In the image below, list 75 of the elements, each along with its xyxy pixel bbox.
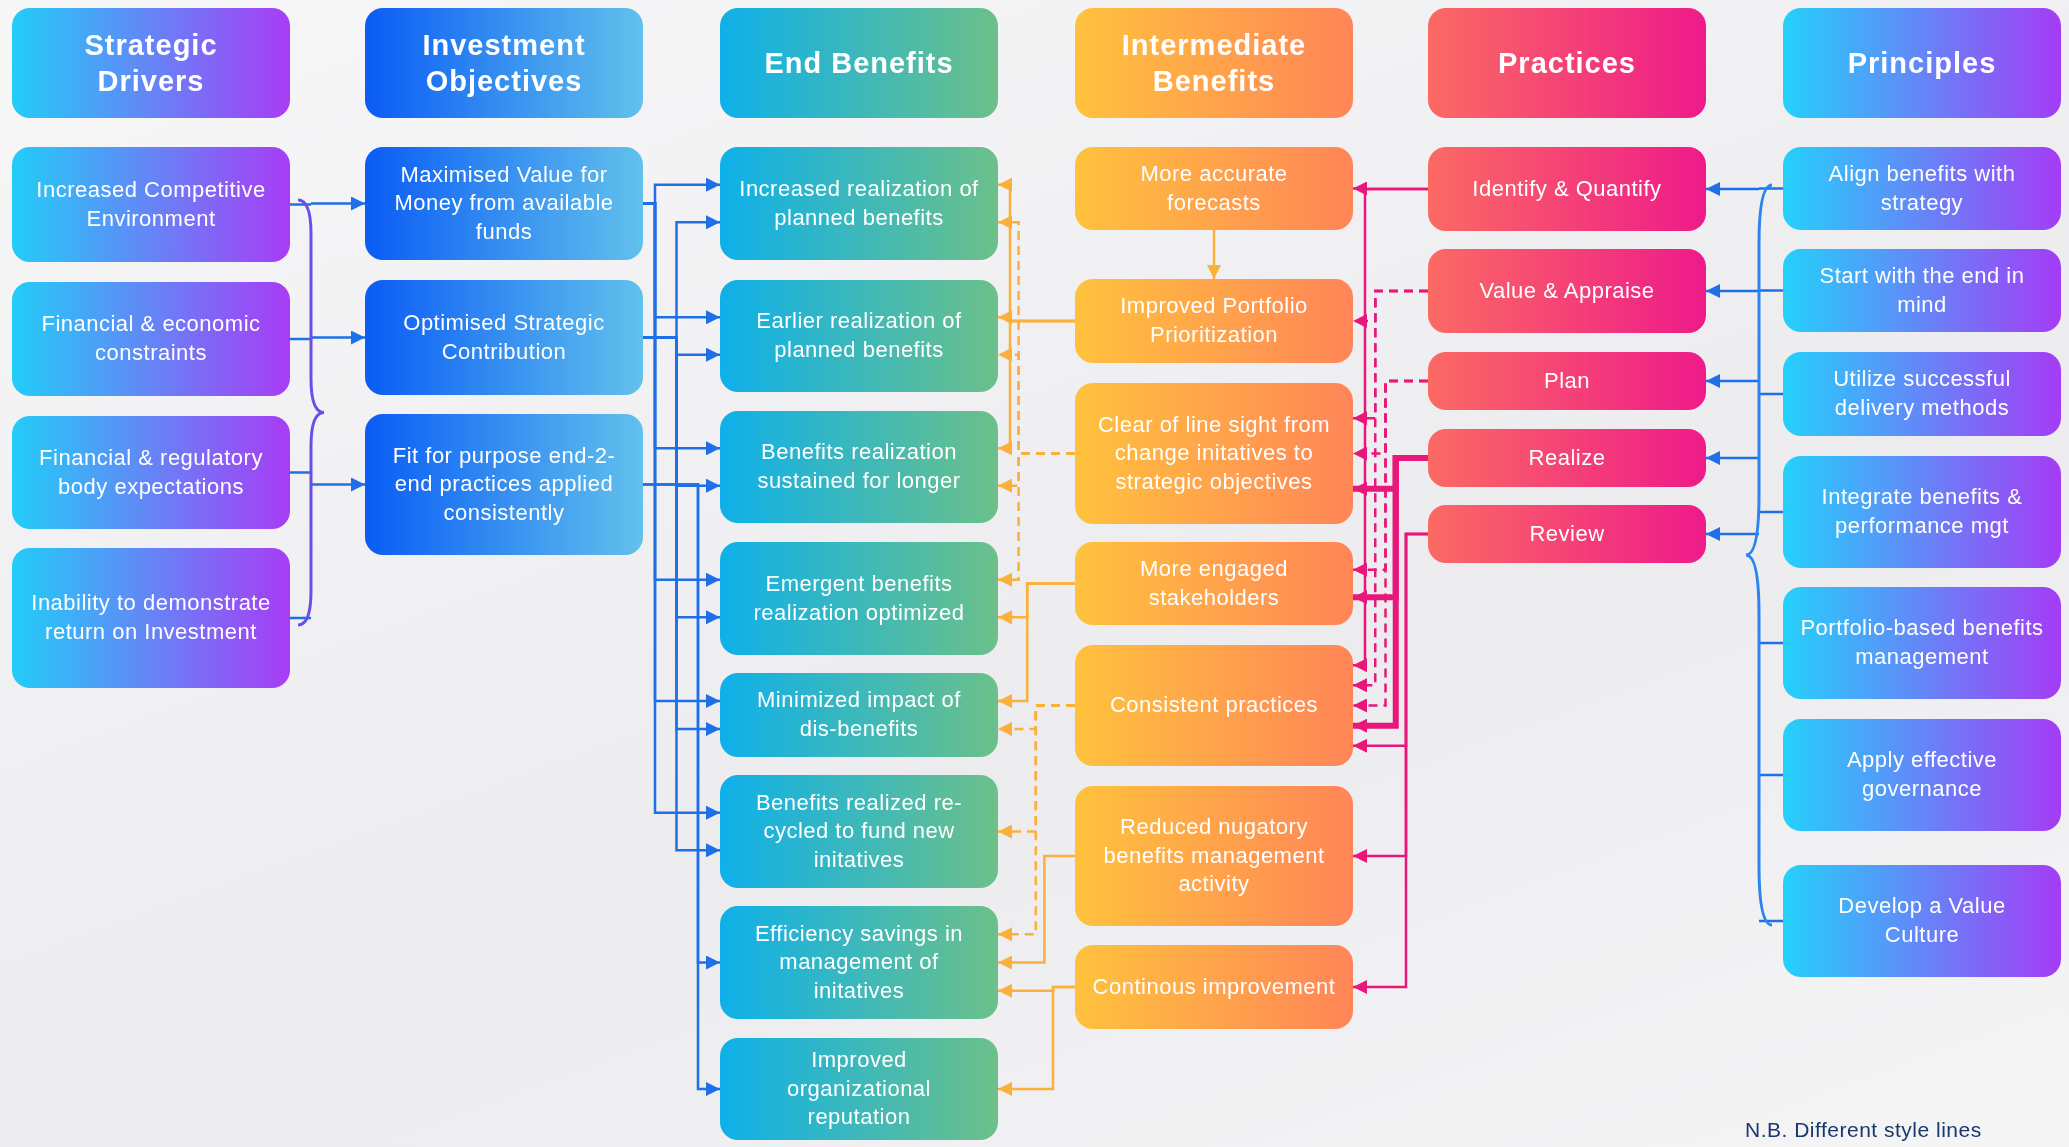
curly-brace bbox=[1746, 185, 1772, 925]
category-box: More engaged stakeholders bbox=[1075, 542, 1353, 625]
connector-line bbox=[290, 337, 311, 341]
column-header: End Benefits bbox=[720, 8, 998, 118]
category-box: Benefits realization sustained for longer bbox=[720, 411, 998, 523]
category-box: Inability to demonstrate return on Investment bbox=[12, 548, 290, 688]
arrow bbox=[1353, 379, 1428, 713]
arrow bbox=[1706, 284, 1759, 298]
category-box: Develop a Value Culture bbox=[1783, 865, 2061, 977]
arrow bbox=[998, 319, 1075, 456]
connector-line bbox=[1759, 289, 1783, 292]
connector-line bbox=[1759, 392, 1783, 396]
arrow bbox=[998, 704, 1075, 942]
connector-line bbox=[290, 203, 311, 206]
category-box: Utilize successful delivery methods bbox=[1783, 352, 2061, 436]
category-box: Improved organizational reputation bbox=[720, 1038, 998, 1140]
category-box: Clear of line sight from change initatives to strategic objectives bbox=[1075, 383, 1353, 524]
category-box: Increased Competitive Environment bbox=[12, 147, 290, 262]
arrow bbox=[1706, 527, 1759, 541]
category-box: Financial & economic constraints bbox=[12, 282, 290, 396]
category-box: Benefits realized re-cycled to fund new initatives bbox=[720, 775, 998, 888]
category-box: Portfolio-based benefits management bbox=[1783, 587, 2061, 699]
arrow bbox=[311, 477, 365, 492]
category-box: Value & Appraise bbox=[1428, 249, 1706, 333]
arrow bbox=[1706, 182, 1759, 196]
arrow bbox=[998, 582, 1075, 708]
category-box: Earlier realization of planned benefits bbox=[720, 280, 998, 392]
column-header: Principles bbox=[1783, 8, 2061, 118]
category-box: Efficiency savings in management of initatives bbox=[720, 906, 998, 1019]
category-box: Review bbox=[1428, 505, 1706, 563]
category-box: Start with the end in mind bbox=[1783, 249, 2061, 332]
column-header: Intermediate Benefits bbox=[1075, 8, 1353, 118]
category-box: Fit for purpose end-2-end practices applied consistently bbox=[365, 414, 643, 555]
category-box: Realize bbox=[1428, 429, 1706, 487]
category-box: Optimised Strategic Contribution bbox=[365, 280, 643, 395]
arrow bbox=[998, 854, 1075, 970]
connector-line bbox=[290, 471, 311, 474]
category-box: Identify & Quantify bbox=[1428, 147, 1706, 231]
category-box: Consistent practices bbox=[1075, 645, 1353, 766]
column-header: Investment Objectives bbox=[365, 8, 643, 118]
arrow bbox=[998, 985, 1075, 1096]
note-text: N.B. Different style lines bbox=[1745, 1118, 1982, 1142]
category-box: Integrate benefits & performance mgt bbox=[1783, 456, 2061, 568]
arrow bbox=[643, 483, 720, 1096]
arrow bbox=[998, 452, 1075, 587]
connector-line bbox=[1759, 187, 1783, 190]
category-box: Minimized impact of dis-benefits bbox=[720, 673, 998, 757]
category-box: Plan bbox=[1428, 352, 1706, 410]
connector-line bbox=[1759, 919, 1783, 923]
arrow bbox=[1353, 532, 1428, 994]
connector-line bbox=[1759, 641, 1783, 645]
arrow bbox=[1353, 289, 1428, 693]
category-box: Maximised Value for Money from available funds bbox=[365, 147, 643, 260]
category-box: Increased realization of planned benefits bbox=[720, 147, 998, 260]
category-box: Apply effective governance bbox=[1783, 719, 2061, 831]
connector-line bbox=[290, 616, 311, 620]
arrow bbox=[311, 330, 365, 345]
arrow bbox=[1353, 187, 1428, 673]
connector-line bbox=[1759, 773, 1783, 777]
category-box: Improved Portfolio Prioritization bbox=[1075, 279, 1353, 363]
category-box: Align benefits with strategy bbox=[1783, 147, 2061, 230]
arrow bbox=[1207, 230, 1221, 279]
category-box: Reduced nugatory benefits management activity bbox=[1075, 786, 1353, 926]
arrow bbox=[1353, 455, 1428, 733]
arrow bbox=[1706, 374, 1759, 388]
category-box: More accurate forecasts bbox=[1075, 147, 1353, 230]
curly-brace bbox=[298, 200, 324, 625]
category-box: Continous improvement bbox=[1075, 945, 1353, 1029]
column-header: Strategic Drivers bbox=[12, 8, 290, 118]
connector-line bbox=[1759, 510, 1783, 514]
category-box: Financial & regulatory body expectations bbox=[12, 416, 290, 529]
category-box: Emergent benefits realization optimized bbox=[720, 542, 998, 655]
arrow bbox=[1706, 451, 1759, 465]
column-header: Practices bbox=[1428, 8, 1706, 118]
arrow bbox=[311, 196, 365, 211]
